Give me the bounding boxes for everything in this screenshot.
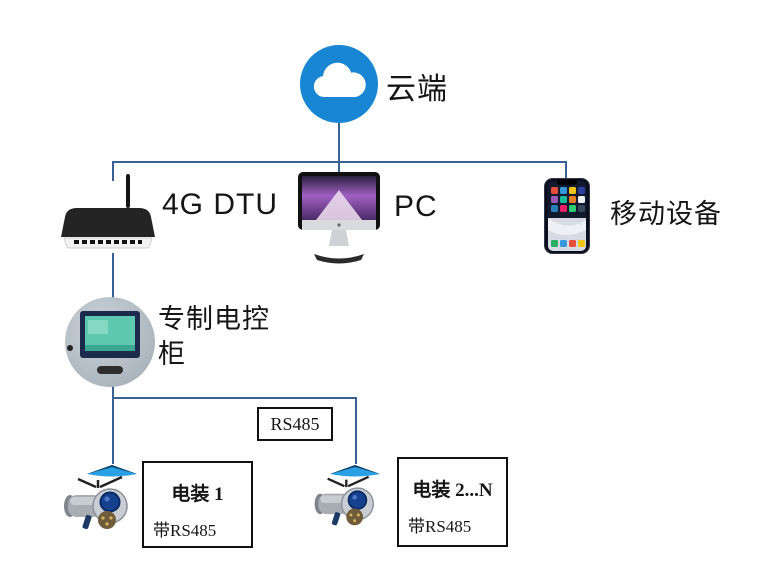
- actuator1-title: 电装 1: [171, 484, 224, 505]
- connector-hub-to-mobile: [565, 161, 567, 180]
- cloud-icon: [300, 45, 378, 123]
- connector-dtu-to-cabinet: [112, 253, 114, 303]
- actuator-icon: [64, 475, 128, 530]
- actuator2-note: 带RS485: [408, 517, 472, 536]
- cloud-label: 云端: [386, 73, 448, 106]
- mobile-label: 移动设备: [610, 199, 722, 229]
- router-icon: [61, 174, 155, 249]
- cabinet-label: 专制电控 柜: [158, 302, 298, 372]
- connector-rs485-bus: [112, 397, 357, 399]
- cabinet-label-line1: 专制电控: [158, 304, 270, 334]
- actuator2-box: 电装 2...N 带RS485: [397, 457, 508, 547]
- connector-cabinet-to-actuator1: [112, 386, 114, 464]
- actuator2-title: 电装 2...N: [412, 480, 493, 501]
- actuator1-note: 带RS485: [153, 521, 217, 540]
- pc-label: PC: [394, 190, 438, 223]
- actuator1-box: 电装 1 带RS485: [142, 461, 253, 548]
- cabinet-label-line2: 柜: [158, 339, 186, 369]
- connector-cloud-to-hub: [338, 123, 340, 161]
- imac-icon: [298, 172, 380, 264]
- smartphone-icon: [544, 178, 590, 254]
- dtu-label: 4G DTU: [162, 188, 279, 221]
- cone-connector-icon: [330, 465, 380, 477]
- rs485-bus-label-box: RS485: [257, 407, 333, 441]
- connector-hub-to-dtu: [112, 161, 114, 181]
- cone-connector-icon: [87, 465, 137, 477]
- actuator-icon: [314, 475, 374, 526]
- connector-bus-to-actuator2: [355, 397, 357, 464]
- control-cabinet-icon: [65, 297, 155, 387]
- rs485-bus-label: RS485: [270, 413, 320, 434]
- connector-hub-to-pc: [338, 161, 340, 175]
